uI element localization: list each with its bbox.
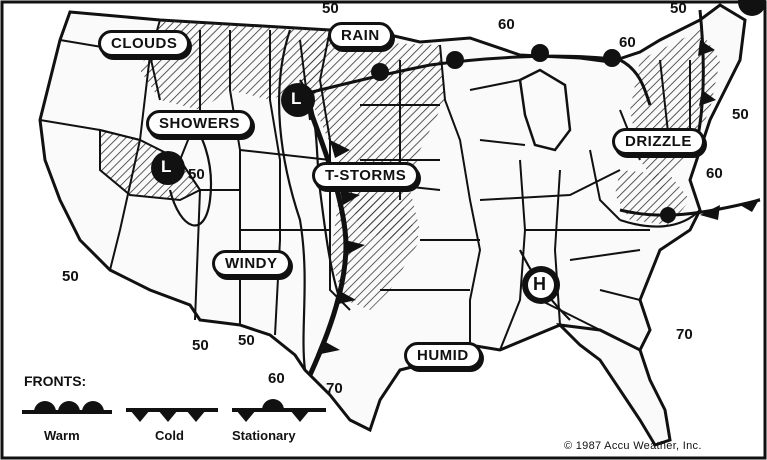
temp-label: 60: [619, 34, 636, 51]
label-windy: WINDY: [212, 250, 291, 277]
warm-front: [299, 44, 652, 106]
temp-label: 50: [238, 332, 255, 349]
label-rain: RAIN: [328, 22, 393, 49]
legend-stationary: Stationary: [232, 428, 296, 443]
temp-label: 50: [322, 0, 339, 17]
stationary-front: [619, 198, 761, 223]
temp-label: 50: [192, 337, 209, 354]
temp-label: 70: [326, 380, 343, 397]
temp-label: 60: [268, 370, 285, 387]
legend-title: FRONTS:: [24, 373, 87, 389]
temp-label: 50: [732, 106, 749, 123]
cold-front-icon: [126, 408, 218, 422]
precip-plains: [300, 40, 445, 240]
cold-front: [307, 109, 365, 377]
warm-front-icon: [22, 401, 112, 414]
stationary-front-icon: [232, 399, 326, 422]
legend-warm: Warm: [44, 428, 80, 443]
high-label: H: [533, 274, 546, 294]
temp-label: 50: [670, 0, 687, 17]
label-humid: HUMID: [404, 342, 482, 369]
temp-label: 50: [62, 268, 79, 285]
legend-cold: Cold: [155, 428, 184, 443]
temp-label: 60: [498, 16, 515, 33]
florida: [555, 322, 672, 447]
michigan: [518, 68, 572, 152]
legend-symbols: [22, 399, 326, 422]
label-drizzle: DRIZZLE: [612, 128, 705, 155]
temp-label: 70: [676, 326, 693, 343]
label-clouds: CLOUDS: [98, 30, 191, 57]
credit-line: © 1987 Accu Weather, Inc.: [564, 440, 702, 452]
label-t-storms: T-STORMS: [312, 162, 420, 189]
label-showers: SHOWERS: [146, 110, 254, 137]
temp-label: 50: [188, 166, 205, 183]
precip-storms: [330, 190, 420, 310]
low-label-plains: L: [291, 89, 302, 108]
temp-label: 60: [706, 165, 723, 182]
high-pressure-icon: [522, 266, 560, 304]
low-pressure-icon: [151, 0, 766, 185]
low-label-west: L: [161, 157, 172, 176]
